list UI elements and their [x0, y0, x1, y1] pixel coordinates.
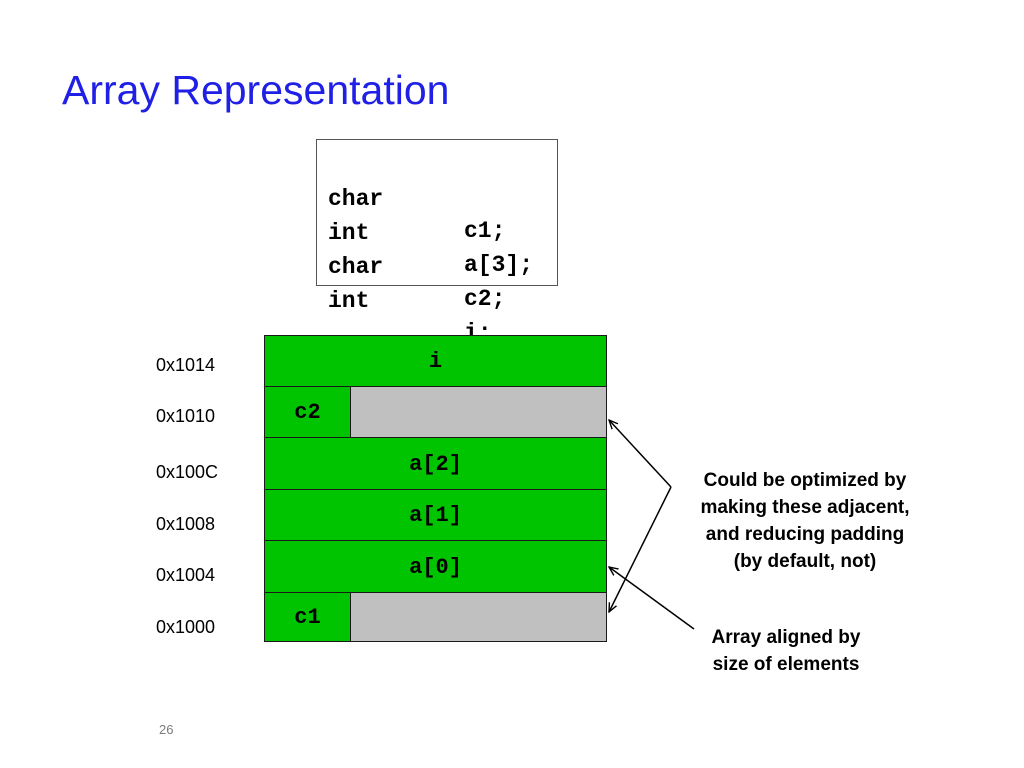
- note-line: and reducing padding: [705, 524, 905, 545]
- address-label-0x1000: 0x1000: [156, 617, 216, 637]
- note-line: making these adjacent,: [700, 497, 910, 518]
- memory-cell-a0: a[0]: [264, 540, 607, 593]
- alignment-note: Array aligned by size of elements: [676, 624, 896, 678]
- note-line: (by default, not): [733, 551, 877, 572]
- code-identifier: c1;: [464, 218, 506, 244]
- memory-cell-c1: c1: [264, 592, 351, 642]
- code-line-1: char c1;: [328, 151, 558, 244]
- code-identifier: a[3];: [464, 252, 534, 278]
- note-line: Could be optimized by: [703, 470, 907, 491]
- address-label-0x1010: 0x1010: [156, 406, 216, 426]
- code-declarations-box: char c1; int a[3]; char c2; int i;: [316, 139, 558, 346]
- address-label-0x1008: 0x1008: [156, 514, 216, 534]
- memory-padding-c2: [350, 386, 607, 438]
- note-line: size of elements: [712, 654, 860, 675]
- address-label-0x1004: 0x1004: [156, 565, 216, 585]
- optimization-note: Could be optimized by making these adjac…: [660, 467, 950, 575]
- arrow-to-array-start: [609, 567, 695, 630]
- code-identifier: c2;: [464, 286, 506, 312]
- memory-cell-a2: a[2]: [264, 437, 607, 490]
- address-label-0x100C: 0x100C: [156, 462, 219, 482]
- arrow-to-c1-padding: [609, 486, 672, 612]
- code-type: char: [328, 186, 384, 212]
- code-type: char: [328, 254, 384, 280]
- arrow-to-c2-padding: [609, 420, 672, 488]
- page-number: 26: [159, 722, 174, 737]
- memory-padding-c1: [350, 592, 607, 642]
- code-type: int: [328, 288, 370, 314]
- slide-title: Array Representation: [62, 67, 450, 113]
- code-line-3: char c2;: [328, 219, 558, 312]
- code-line-2: int a[3];: [328, 185, 558, 278]
- address-label-0x1014: 0x1014: [156, 355, 216, 375]
- note-line: Array aligned by: [711, 627, 861, 648]
- code-type: int: [328, 220, 370, 246]
- memory-cell-c2: c2: [264, 386, 351, 438]
